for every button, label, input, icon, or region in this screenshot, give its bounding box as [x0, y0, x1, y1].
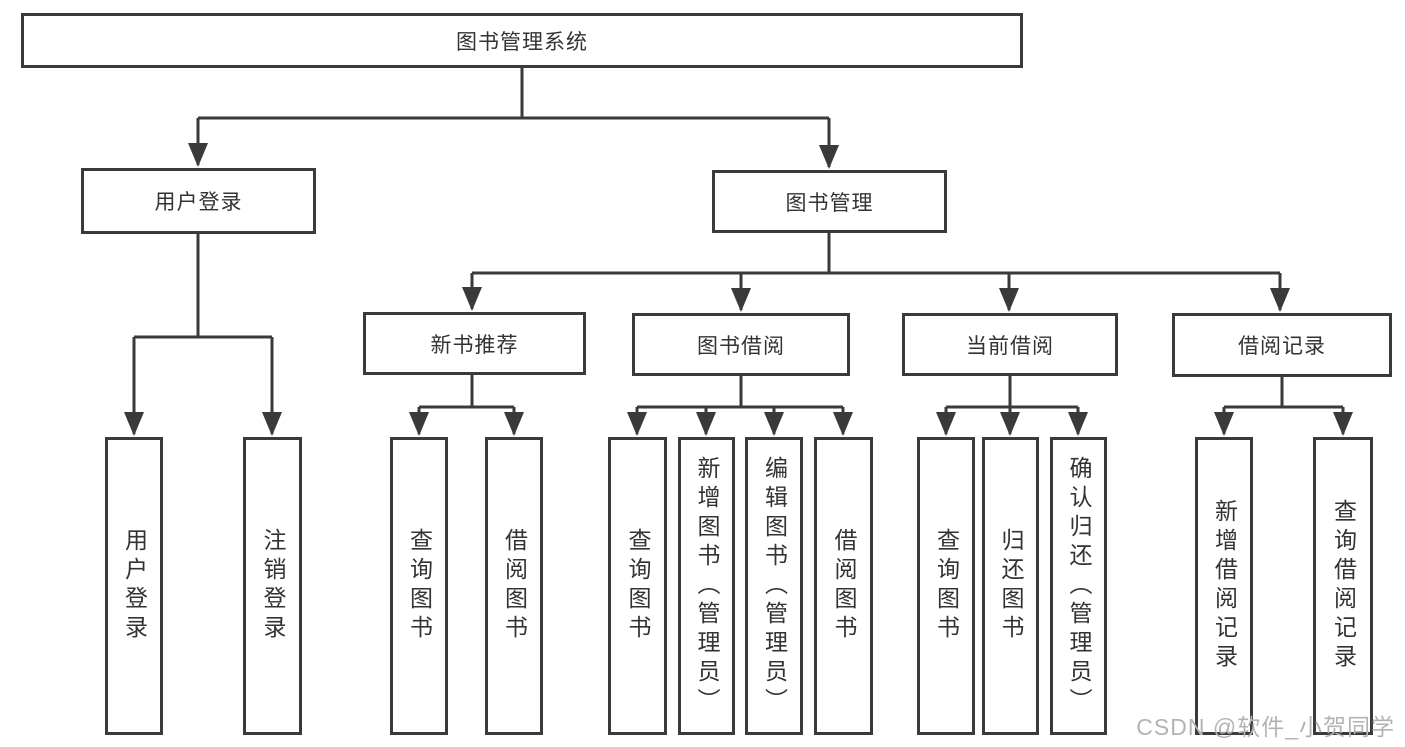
- leaf-return-books: 归还图书: [982, 437, 1039, 735]
- node-book-management: 图书管理: [712, 170, 947, 233]
- leaf-add-borrow-record: 新增借阅记录: [1195, 437, 1253, 735]
- leaf-edit-books-admin: 编辑图书（管理员）: [745, 437, 803, 735]
- leaf-borrow-books: 借阅图书: [814, 437, 873, 735]
- leaf-query-books: 查询图书: [390, 437, 448, 735]
- node-current-borrow: 当前借阅: [902, 313, 1118, 376]
- leaf-add-books-admin: 新增图书（管理员）: [678, 437, 735, 735]
- leaf-logout: 注销登录: [243, 437, 302, 735]
- leaf-query-borrow-record: 查询借阅记录: [1313, 437, 1373, 735]
- node-library-system: 图书管理系统: [21, 13, 1023, 68]
- leaf-confirm-return-admin: 确认归还（管理员）: [1050, 437, 1107, 735]
- node-book-borrow: 图书借阅: [632, 313, 850, 376]
- leaf-query-books: 查询图书: [917, 437, 975, 735]
- leaf-user-login: 用户登录: [105, 437, 163, 735]
- node-user-login: 用户登录: [81, 168, 316, 234]
- leaf-borrow-books: 借阅图书: [485, 437, 543, 735]
- leaf-query-books: 查询图书: [608, 437, 667, 735]
- node-borrow-records: 借阅记录: [1172, 313, 1392, 377]
- node-new-book-recommend: 新书推荐: [363, 312, 586, 375]
- csdn-watermark: CSDN @软件_小贺同学: [1136, 714, 1395, 740]
